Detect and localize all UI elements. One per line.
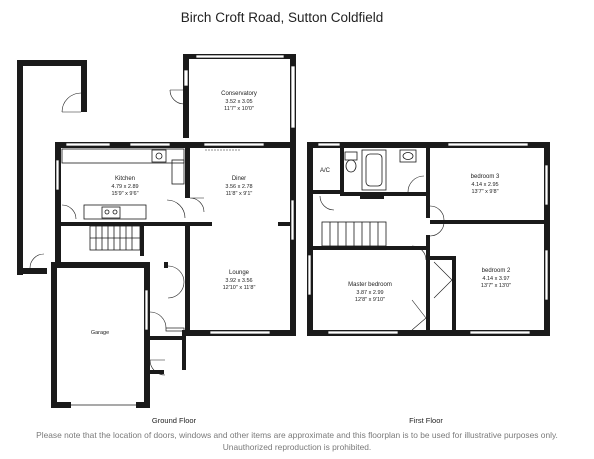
bedroom3-imperial: 13'7" x 9'8" xyxy=(471,189,498,195)
lounge-metric: 3.92 x 3.56 xyxy=(225,278,252,284)
first-doors xyxy=(319,195,453,331)
bedroom3-name: bedroom 3 xyxy=(471,174,500,180)
disclaimer-text: Please note that the location of doors, … xyxy=(36,430,558,452)
diner-metric: 3.56 x 2.78 xyxy=(225,184,252,190)
kitchen-name: Kitchen xyxy=(115,176,135,182)
page-title: Birch Croft Road, Sutton Coldfield xyxy=(181,10,384,25)
kitchen-fittings xyxy=(61,148,185,220)
lounge-imperial: 12'10" x 11'8" xyxy=(223,285,256,291)
bedroom2-metric: 4.14 x 3.97 xyxy=(482,276,509,282)
first-main-walls xyxy=(307,142,550,336)
conservatory-name: Conservatory xyxy=(221,91,257,97)
garage-name: Garage xyxy=(91,330,109,336)
first-floor-label: First Floor xyxy=(409,416,443,425)
hall-doors xyxy=(164,262,185,332)
master-bedroom-metric: 3.87 x 2.99 xyxy=(356,290,383,296)
garage-walls xyxy=(51,262,186,408)
kitchen-metric: 4.79 x 2.89 xyxy=(111,184,138,190)
bathroom-fittings xyxy=(344,149,425,193)
bedroom2-imperial: 13'7" x 13'0" xyxy=(481,283,511,289)
lounge-name: Lounge xyxy=(229,270,250,276)
conservatory-imperial: 11'7" x 10'0" xyxy=(224,106,254,112)
ground-main-walls xyxy=(55,142,296,336)
ground-stairs xyxy=(89,225,141,251)
diner-imperial: 11'8" x 9'1" xyxy=(226,191,253,197)
conservatory-metric: 3.52 x 3.05 xyxy=(225,99,252,105)
kitchen-imperial: 15'9" x 9'6" xyxy=(111,191,138,197)
first-internal-walls xyxy=(313,148,544,330)
master-bedroom-imperial: 12'8" x 9'10" xyxy=(355,297,385,303)
bedroom3-metric: 4.14 x 2.95 xyxy=(471,182,498,188)
conservatory-walls xyxy=(169,54,296,144)
side-passage-walls xyxy=(17,60,87,275)
master-bedroom-name: Master bedroom xyxy=(348,282,392,288)
ground-floor-plan: Conservatory 3.52 x 3.05 11'7" x 10'0" K… xyxy=(17,54,296,425)
first-stairs xyxy=(321,196,387,247)
bedroom2-name: bedroom 2 xyxy=(482,268,511,274)
ground-floor-label: Ground Floor xyxy=(152,416,197,425)
ac-label: A/C xyxy=(320,168,331,174)
diner-name: Diner xyxy=(232,176,246,182)
first-floor-plan: A/C bedroom 3 4.14 x 2.95 13'7" x 9'8" b… xyxy=(307,142,550,425)
